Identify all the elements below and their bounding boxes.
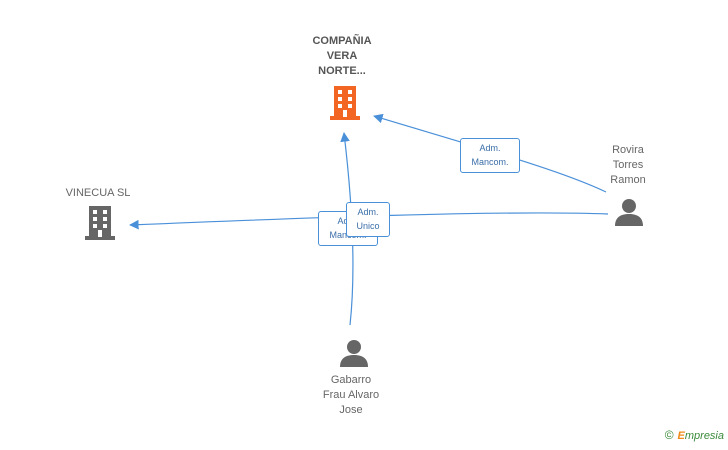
edge-label-line: Adm. [479,143,501,153]
node-label-line: VERA [326,50,358,62]
brand-name: mpresia [684,430,724,442]
edge-label-line: Mancom. [471,157,509,167]
node-label-line: Jose [339,404,363,416]
building-icon[interactable] [85,206,115,240]
copyright-symbol: © [664,428,674,442]
node-label-gabarro[interactable]: Gabarro Frau Alvaro Jose [306,373,396,418]
person-icon[interactable] [614,197,644,227]
edge-label-line: Adm. [357,207,379,217]
edge-label-line: Unico [356,221,380,231]
building-icon[interactable] [330,86,360,120]
person-icon[interactable] [339,338,369,368]
brand-initial: E [677,430,685,442]
node-label-line: Ramon [610,174,646,186]
edge-label-rovira-compania[interactable]: Adm. Mancom. [460,138,520,173]
node-label-line: Torres [612,159,644,171]
empresia-logo: ©Empresia [665,428,724,442]
node-label-line: Frau Alvaro [322,389,380,401]
node-label-line: NORTE... [318,65,366,77]
node-label-compania[interactable]: COMPAÑIA VERA NORTE... [296,34,388,79]
node-label-line: Gabarro [330,374,372,386]
edge-rovira-vinecua [129,212,609,230]
edge-label-rovira-vinecua[interactable]: Adm. Unico [346,202,390,237]
node-label-line: Rovira [612,144,644,156]
node-label-line: COMPAÑIA [312,35,372,47]
node-label-vinecua[interactable]: VINECUA SL [65,187,131,199]
node-label-rovira[interactable]: Rovira Torres Ramon [588,143,668,188]
